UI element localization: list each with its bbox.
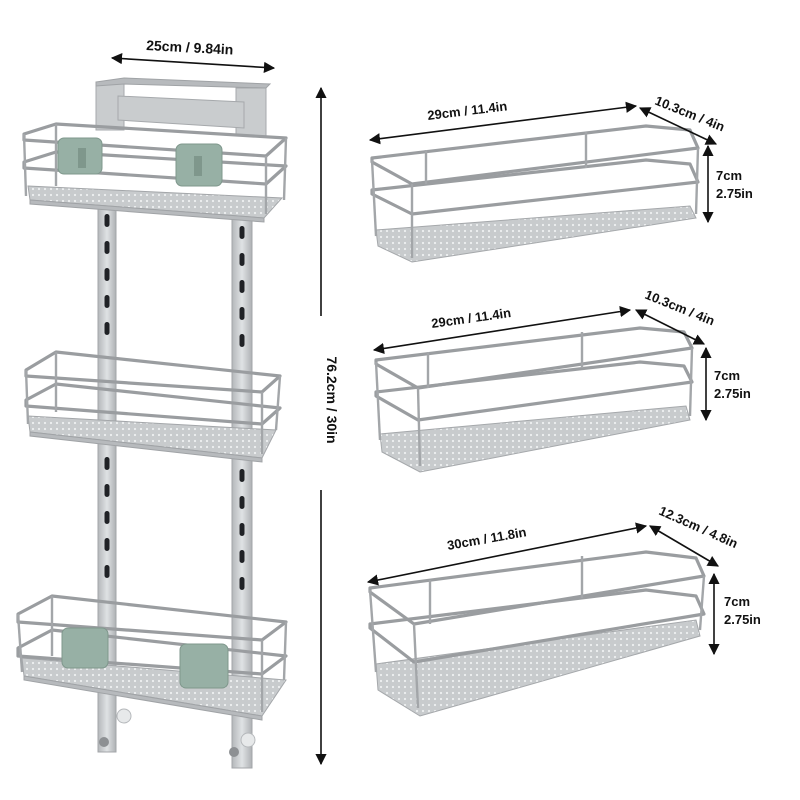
upright-slot bbox=[239, 469, 245, 482]
basket-bottom-height-in: 2.75in bbox=[724, 612, 761, 627]
upright-slot bbox=[239, 550, 245, 563]
tower-shelf-bottom bbox=[16, 594, 288, 757]
top-mounting-bracket bbox=[95, 77, 272, 137]
basket-middle-height-in: 2.75in bbox=[714, 386, 751, 401]
adhesive-mount-pad bbox=[61, 627, 229, 689]
upright-slot bbox=[239, 253, 245, 266]
upright-slot bbox=[104, 214, 110, 227]
tower-shelf-top bbox=[22, 122, 288, 223]
upright-slot bbox=[239, 334, 245, 347]
upright-slot bbox=[104, 484, 110, 497]
upright-slot bbox=[104, 322, 110, 335]
upright-slot bbox=[104, 538, 110, 551]
upright-slot bbox=[104, 511, 110, 524]
basket-middle-length-label: 29cm / 11.4in bbox=[430, 305, 512, 331]
upright-left bbox=[97, 195, 117, 753]
basket-bottom-height-cm: 7cm bbox=[724, 594, 750, 609]
upright-slot bbox=[104, 457, 110, 470]
tower-shelf-middle bbox=[24, 350, 282, 463]
basket-bottom-length-label: 30cm / 11.8in bbox=[446, 524, 528, 553]
adhesive-mount-pad bbox=[57, 137, 223, 187]
basket-bottom: 30cm / 11.8in 12.3cm / 4.8in 7cm 2.75in bbox=[366, 503, 761, 717]
tower-height-dimension: 76.2cm / 30in bbox=[315, 86, 340, 766]
tower-height-label: 76.2cm / 30in bbox=[324, 356, 340, 443]
upright-slot bbox=[104, 241, 110, 254]
basket-top-height-in: 2.75in bbox=[716, 186, 753, 201]
basket-middle-depth-label: 10.3cm / 4in bbox=[643, 287, 717, 329]
screw-icon bbox=[99, 708, 256, 757]
upright-slot bbox=[239, 577, 245, 590]
upright-slot bbox=[104, 565, 110, 578]
basket-middle: 29cm / 11.4in 10.3cm / 4in 7cm 2.75in bbox=[372, 287, 751, 473]
upright-slot bbox=[239, 280, 245, 293]
upright-slot bbox=[239, 226, 245, 239]
tower-width-dimension: 25cm / 9.84in bbox=[110, 37, 276, 73]
basket-middle-height-cm: 7cm bbox=[714, 368, 740, 383]
assembled-shelf-tower bbox=[16, 77, 288, 769]
tower-width-label: 25cm / 9.84in bbox=[146, 37, 234, 58]
upright-slot bbox=[104, 268, 110, 281]
basket-top: 29cm / 11.4in 10.3cm / 4in 7cm 2.75in bbox=[368, 93, 753, 263]
upright-slot bbox=[104, 295, 110, 308]
basket-top-height-cm: 7cm bbox=[716, 168, 742, 183]
upright-slot bbox=[239, 307, 245, 320]
basket-bottom-depth-label: 12.3cm / 4.8in bbox=[657, 503, 740, 551]
upright-right bbox=[231, 207, 253, 769]
upright-slot bbox=[239, 523, 245, 536]
basket-top-length-label: 29cm / 11.4in bbox=[427, 98, 509, 123]
upright-slot bbox=[239, 496, 245, 509]
